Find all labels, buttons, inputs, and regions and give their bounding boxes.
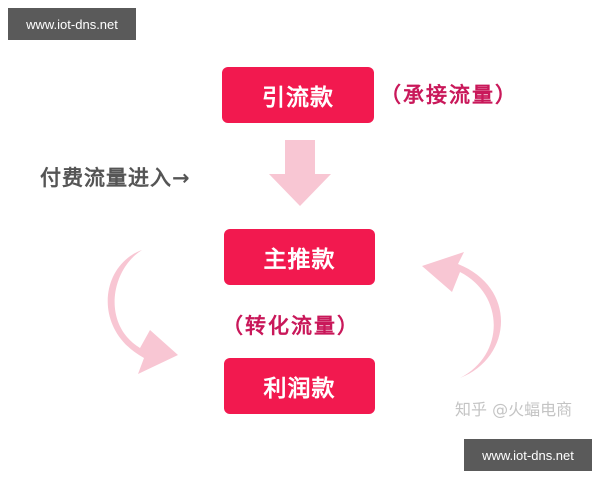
paid-traffic-label: 付费流量进入→ (40, 166, 191, 190)
profit-product-label: 利润款 (263, 376, 336, 402)
main-product-label: 主推款 (263, 247, 336, 273)
main-product-box: 主推款 (224, 229, 375, 285)
main-product-note: （转化流量） (222, 314, 360, 338)
source-credit: 知乎 @火蝠电商 (455, 400, 573, 419)
traffic-product-note: （承接流量） (380, 83, 518, 107)
profit-product-box: 利润款 (224, 358, 375, 414)
traffic-product-label: 引流款 (262, 85, 334, 111)
traffic-product-box: 引流款 (222, 67, 374, 123)
curved-arrow-right-icon (422, 252, 502, 378)
watermark-top-left: www.iot-dns.net (8, 8, 136, 40)
watermark-bottom-right: www.iot-dns.net (464, 439, 592, 471)
curved-arrow-left-icon (107, 250, 178, 374)
down-arrow-icon (269, 140, 331, 206)
